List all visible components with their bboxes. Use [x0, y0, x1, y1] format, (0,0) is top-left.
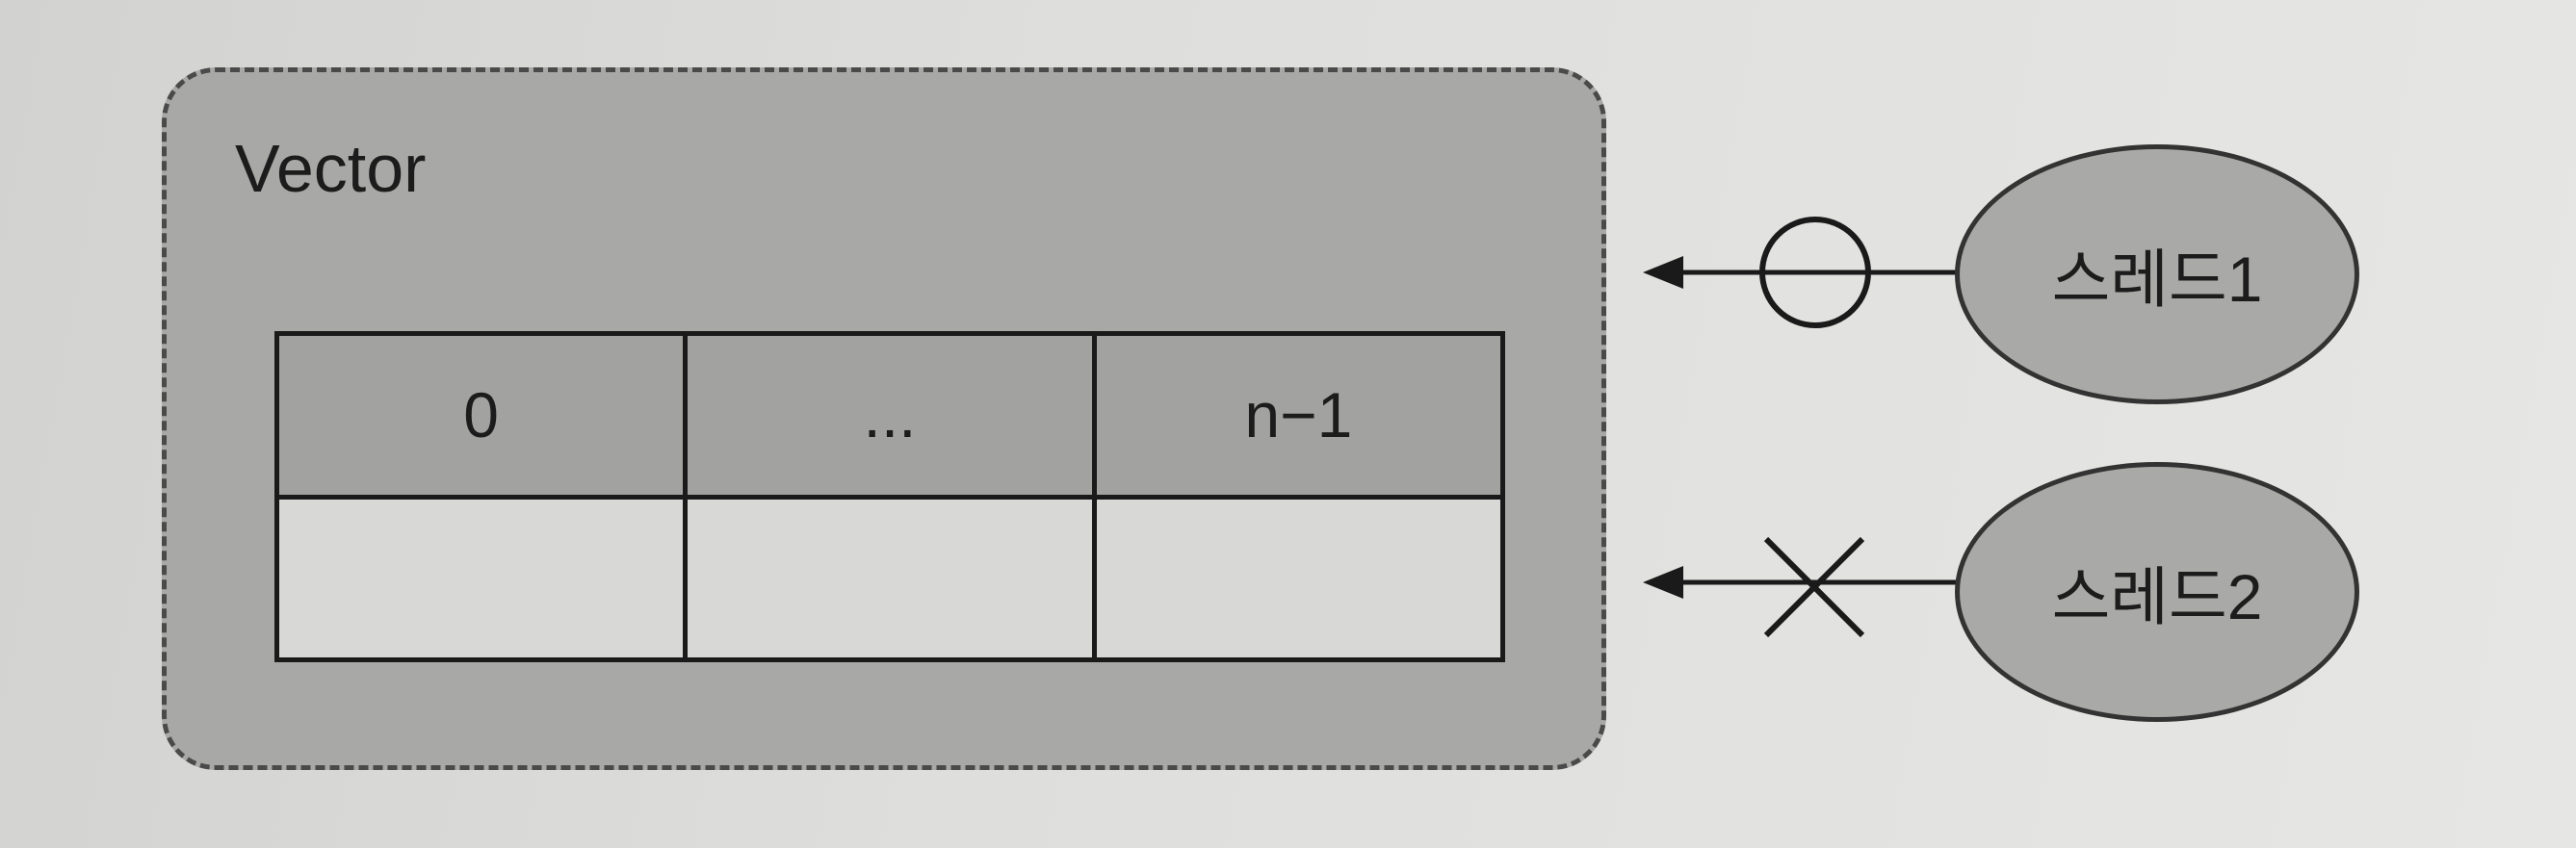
- thread-1-label: 스레드1: [2051, 244, 2263, 315]
- value-row: [273, 494, 1506, 662]
- circle-icon: [1759, 217, 1871, 328]
- vector-array: 0 ... n−1: [273, 331, 1506, 662]
- thread-1-node: 스레드1: [1955, 144, 2359, 404]
- index-cell-first: 0: [273, 331, 689, 500]
- index-cell-last: n−1: [1091, 331, 1506, 500]
- thread-2-node: 스레드2: [1955, 462, 2359, 722]
- thread-2-label: 스레드2: [2051, 561, 2263, 632]
- left-arrowhead-icon: [1643, 256, 1683, 289]
- value-cell-first: [273, 494, 689, 662]
- left-arrowhead-icon: [1643, 566, 1683, 599]
- vector-title: Vector: [235, 131, 427, 206]
- thread-2-connector: [1643, 536, 1957, 638]
- index-cell-ellipsis: ...: [683, 331, 1097, 500]
- thread-1-connector: [1643, 217, 1957, 328]
- value-cell-last: [1091, 494, 1506, 662]
- value-cell-middle: [683, 494, 1097, 662]
- index-row: 0 ... n−1: [273, 331, 1506, 500]
- x-icon: [1763, 536, 1865, 638]
